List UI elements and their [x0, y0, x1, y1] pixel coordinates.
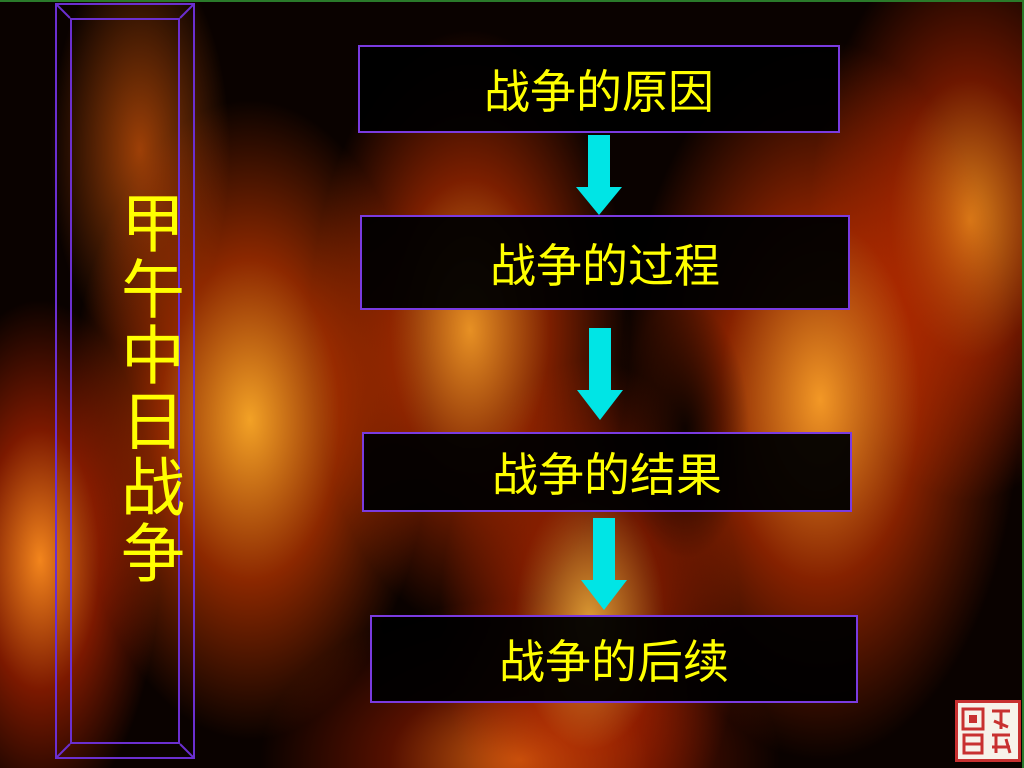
step-box-aftermath: 战争的后续 [370, 615, 858, 703]
down-arrow-icon [581, 518, 627, 610]
down-arrow-icon [577, 328, 623, 420]
flame-shadow [620, 300, 750, 560]
title-frame-outer [55, 3, 195, 759]
step-box-process: 战争的过程 [360, 215, 850, 310]
down-arrow-icon [576, 135, 622, 215]
frame-corner-lines [55, 3, 195, 759]
page-title: 甲午中日战争 [110, 190, 184, 586]
step-box-result: 战争的结果 [362, 432, 852, 512]
seal-stamp-icon [955, 700, 1021, 762]
title-frame-inner [70, 18, 180, 744]
step-box-cause: 战争的原因 [358, 45, 840, 133]
